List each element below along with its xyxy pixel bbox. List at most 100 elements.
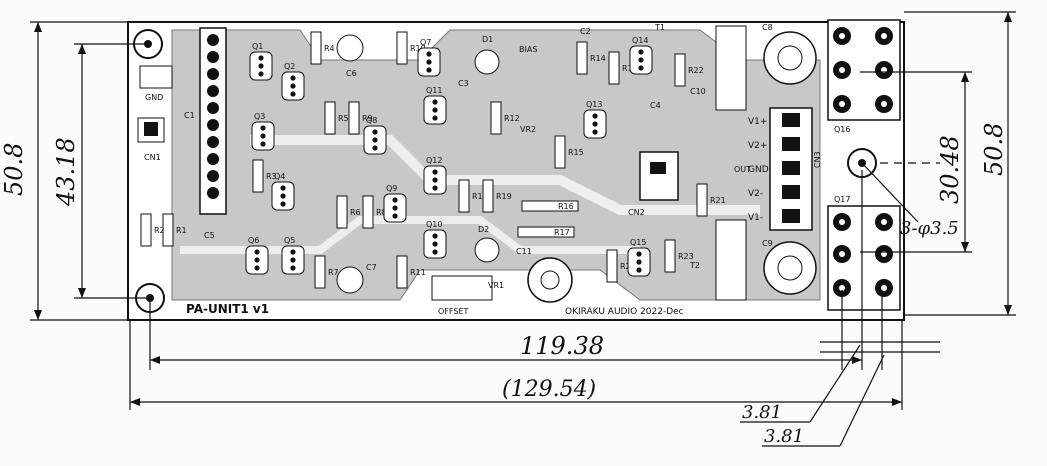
dim-bottom-width-label: (129.54) (502, 377, 596, 402)
resistor-label: R18 (472, 192, 488, 201)
resistor-body (606, 249, 618, 283)
transistor-label: Q15 (630, 238, 646, 247)
resistor-body (674, 53, 686, 87)
resistor-label: R19 (496, 192, 512, 201)
cn3-pin-label: V2+ (748, 141, 767, 151)
header-pin (207, 34, 219, 46)
transistor-pin (290, 257, 296, 263)
transistor-pin (432, 241, 438, 247)
resistor-label: R12 (504, 114, 520, 123)
cn3-pin-label: GND (748, 165, 769, 175)
transistor-label: Q4 (274, 172, 285, 181)
header-pin (207, 187, 219, 199)
cn3-pad (782, 209, 800, 223)
resistor-label: R6 (350, 208, 361, 217)
resistor-label: R9 (362, 114, 373, 123)
transistor-pin (258, 55, 264, 61)
resistor-body (554, 135, 566, 169)
resistor-label: R1 (176, 226, 187, 235)
resistor-body (336, 195, 348, 229)
resistor-label: R2 (154, 226, 165, 235)
transistor-pin (638, 49, 644, 55)
header-pin (207, 136, 219, 148)
resistor-body (521, 200, 579, 212)
transistor-pin (432, 107, 438, 113)
power-pad-hole (839, 67, 845, 73)
transistor-pin (426, 59, 432, 65)
transistor-pin (372, 137, 378, 143)
transistor-pin (290, 265, 296, 271)
header-pin (207, 85, 219, 97)
transistor-pin (258, 63, 264, 69)
resistor-body (396, 31, 408, 65)
cn3-pad (782, 185, 800, 199)
transistor-pin (638, 65, 644, 71)
resistor-label: R5 (338, 114, 349, 123)
transistor-pin (432, 185, 438, 191)
resistor-label: R16 (558, 202, 574, 211)
board-title: PA-UNIT1 v1 (186, 302, 269, 316)
transistor-label: Q11 (426, 86, 442, 95)
cn3-pin-label: V1+ (748, 117, 767, 127)
power-pad-hole (839, 101, 845, 107)
resistor-label: R8 (376, 208, 387, 217)
transistor-label: Q6 (248, 236, 259, 245)
transistor-label: Q7 (420, 38, 431, 47)
dim-right-inner-label: 30.48 (936, 135, 964, 204)
transistor-pin (280, 185, 286, 191)
transistor-pin (636, 259, 642, 265)
header-pin (207, 119, 219, 131)
cn1-pad (144, 122, 158, 136)
resistor-label: R10 (410, 44, 426, 53)
power-pad-hole (839, 219, 845, 225)
transistor-pin (280, 201, 286, 207)
transistor-pin (432, 177, 438, 183)
component-label: C6 (346, 69, 357, 78)
cn2-connector (639, 151, 679, 201)
r25-resistor (715, 219, 747, 301)
resistor-label: R15 (568, 148, 584, 157)
component-label: VR1 (488, 281, 504, 290)
transistor-pin (426, 67, 432, 73)
cn2-label: CN2 (628, 208, 645, 217)
header-pin (207, 170, 219, 182)
resistor-label: R4 (324, 44, 335, 53)
component-label: C2 (580, 27, 591, 36)
gnd-jumper (139, 65, 173, 89)
diode-d2 (474, 237, 500, 263)
cn3-pin-label: V1- (748, 213, 763, 223)
transistor-pin (254, 257, 260, 263)
transistor-pin (432, 115, 438, 121)
transistor-pin (254, 249, 260, 255)
cn3-pad (782, 161, 800, 175)
resistor-body (576, 41, 588, 75)
r24-resistor (715, 25, 747, 111)
transistor-pin (592, 113, 598, 119)
vr1-trimmer (431, 275, 493, 301)
power-pad-hole (881, 285, 887, 291)
resistor-body (458, 179, 470, 213)
transistor-pin (432, 233, 438, 239)
transistor-label: Q8 (366, 116, 377, 125)
component-label: C1 (184, 111, 195, 120)
dim-pitch-1-label: 3.81 (742, 402, 782, 423)
transistor-label: Q2 (284, 62, 295, 71)
transistor-pin (280, 193, 286, 199)
header-pin (207, 68, 219, 80)
component-label: T2 (689, 261, 700, 270)
dim-hole-leader (861, 162, 919, 223)
resistor-body (348, 101, 360, 135)
transistor-pin (636, 251, 642, 257)
transistor-label: Q13 (586, 100, 602, 109)
transistor-pin (290, 249, 296, 255)
cn3-pad (782, 137, 800, 151)
resistor-label: R21 (710, 196, 726, 205)
dim-pitch-2-label: 3.81 (764, 426, 804, 447)
resistor-body (140, 213, 152, 247)
offset-label: OFFSET (438, 307, 468, 316)
resistor-body (252, 159, 264, 193)
transistor-label: Q1 (252, 42, 263, 51)
component-label: T1 (654, 23, 665, 32)
